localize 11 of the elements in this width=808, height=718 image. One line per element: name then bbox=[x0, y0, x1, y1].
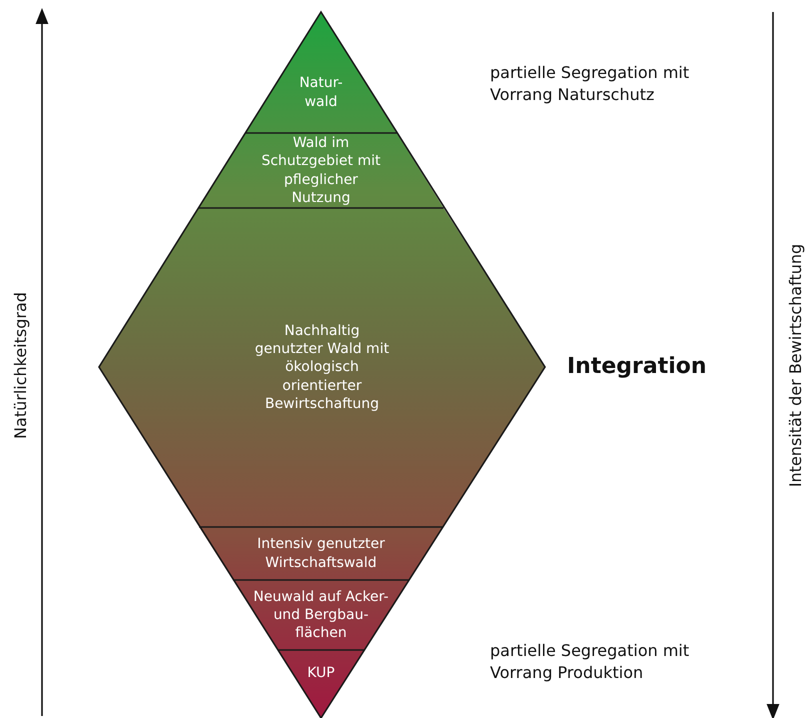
band-label: Nachhaltig genutzter Wald mit ökologisch orientierter Bewirtschaftung bbox=[254, 322, 390, 413]
axis-label: Natürlichkeitsgrad bbox=[10, 292, 30, 438]
band-label: Neuwald auf Acker- und Bergbau- flächen bbox=[252, 588, 390, 642]
heading-label: Integration bbox=[567, 353, 707, 381]
band-label: Wald im Schutzgebiet mit pfleglicher Nutzung bbox=[260, 134, 382, 207]
band-label: KUP bbox=[306, 664, 336, 682]
band-label: Intensiv genutzter Wirtschaftswald bbox=[256, 535, 386, 572]
side-label: partielle Segregation mit Vorrang Produktion bbox=[490, 640, 690, 684]
side-label: partielle Segregation mit Vorrang Naturschutz bbox=[490, 62, 690, 106]
band-label: Natur- wald bbox=[298, 74, 344, 111]
axis-label: Intensität der Bewirtschaftung bbox=[786, 243, 805, 487]
